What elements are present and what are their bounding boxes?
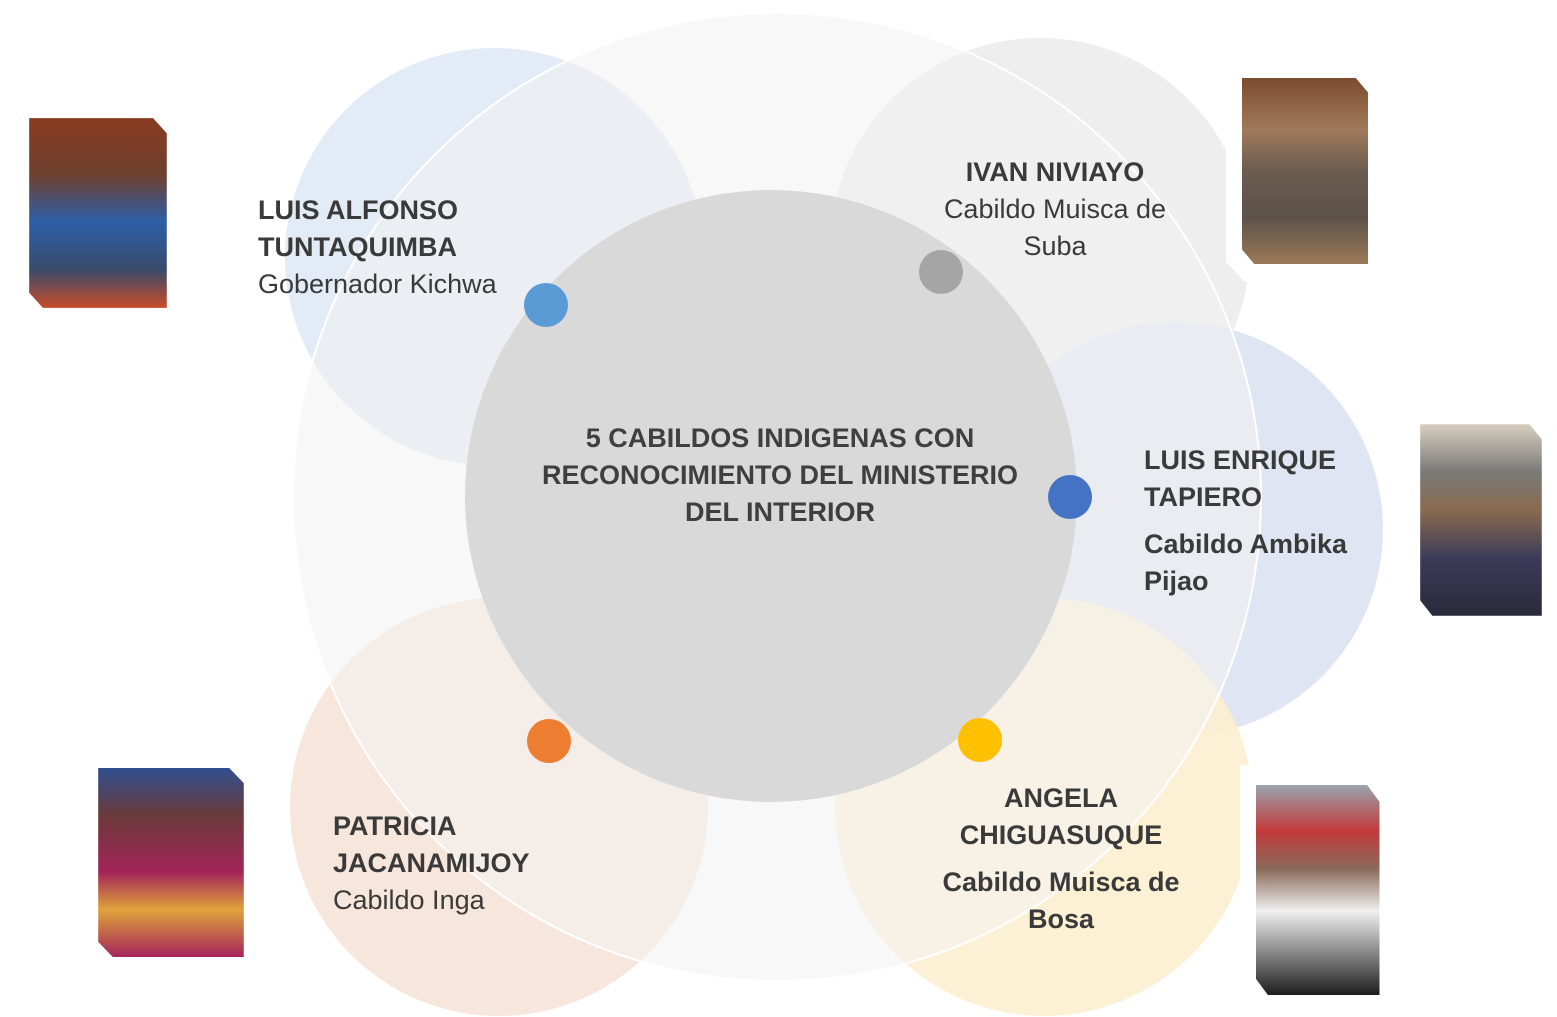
photo-frame-patricia [80, 750, 262, 975]
person-name: TAPIERO [1144, 482, 1263, 512]
label-patricia: PATRICIA JACANAMIJOY Cabildo Inga [333, 808, 530, 919]
photo-frame-angela [1240, 765, 1395, 1015]
person-role: Suba [1023, 231, 1087, 261]
person-role: Pijao [1144, 566, 1209, 596]
photo-frame-luis-alfonso [12, 100, 184, 326]
portrait-photo-icon [1420, 424, 1542, 616]
dot-bosa [958, 718, 1002, 762]
label-angela: ANGELA CHIGUASUQUE Cabildo Muisca de Bos… [920, 780, 1202, 938]
person-role: Gobernador Kichwa [258, 269, 497, 299]
person-name: CHIGUASUQUE [959, 820, 1163, 850]
dot-kichwa [524, 283, 568, 327]
center-title: 5 CABILDOS INDIGENAS CON RECONOCIMIENTO … [541, 423, 1019, 527]
person-role: Cabildo Inga [333, 885, 485, 915]
person-role: Cabildo Ambika [1144, 529, 1348, 559]
photo-frame-luis-enrique [1405, 406, 1557, 634]
person-name: ANGELA [1004, 783, 1118, 813]
label-luis-alfonso: LUIS ALFONSO TUNTAQUIMBA Gobernador Kich… [258, 192, 497, 303]
person-name: LUIS ALFONSO [258, 195, 458, 225]
portrait-photo-icon [1255, 785, 1380, 995]
portrait-photo-icon [29, 118, 167, 308]
person-name: PATRICIA [333, 811, 457, 841]
center-circle [465, 190, 1077, 802]
label-luis-enrique: LUIS ENRIQUE TAPIERO Cabildo Ambika Pija… [1144, 442, 1347, 600]
person-role: Cabildo Muisca de [942, 867, 1180, 897]
dot-suba [919, 250, 963, 294]
dot-inga [527, 719, 571, 763]
portrait-photo-icon [1241, 77, 1369, 265]
label-ivan-niviayo: IVAN NIVIAYO Cabildo Muisca de Suba [930, 154, 1180, 265]
person-role: Bosa [1027, 904, 1095, 934]
person-name: TUNTAQUIMBA [258, 232, 457, 262]
person-name: IVAN NIVIAYO [965, 157, 1145, 187]
person-role: Cabildo Muisca de [943, 194, 1167, 224]
dot-pijao [1048, 475, 1092, 519]
photo-frame-ivan [1226, 60, 1384, 282]
portrait-photo-icon [98, 768, 244, 957]
person-name: JACANAMIJOY [333, 848, 530, 878]
person-name: LUIS ENRIQUE [1144, 445, 1337, 475]
